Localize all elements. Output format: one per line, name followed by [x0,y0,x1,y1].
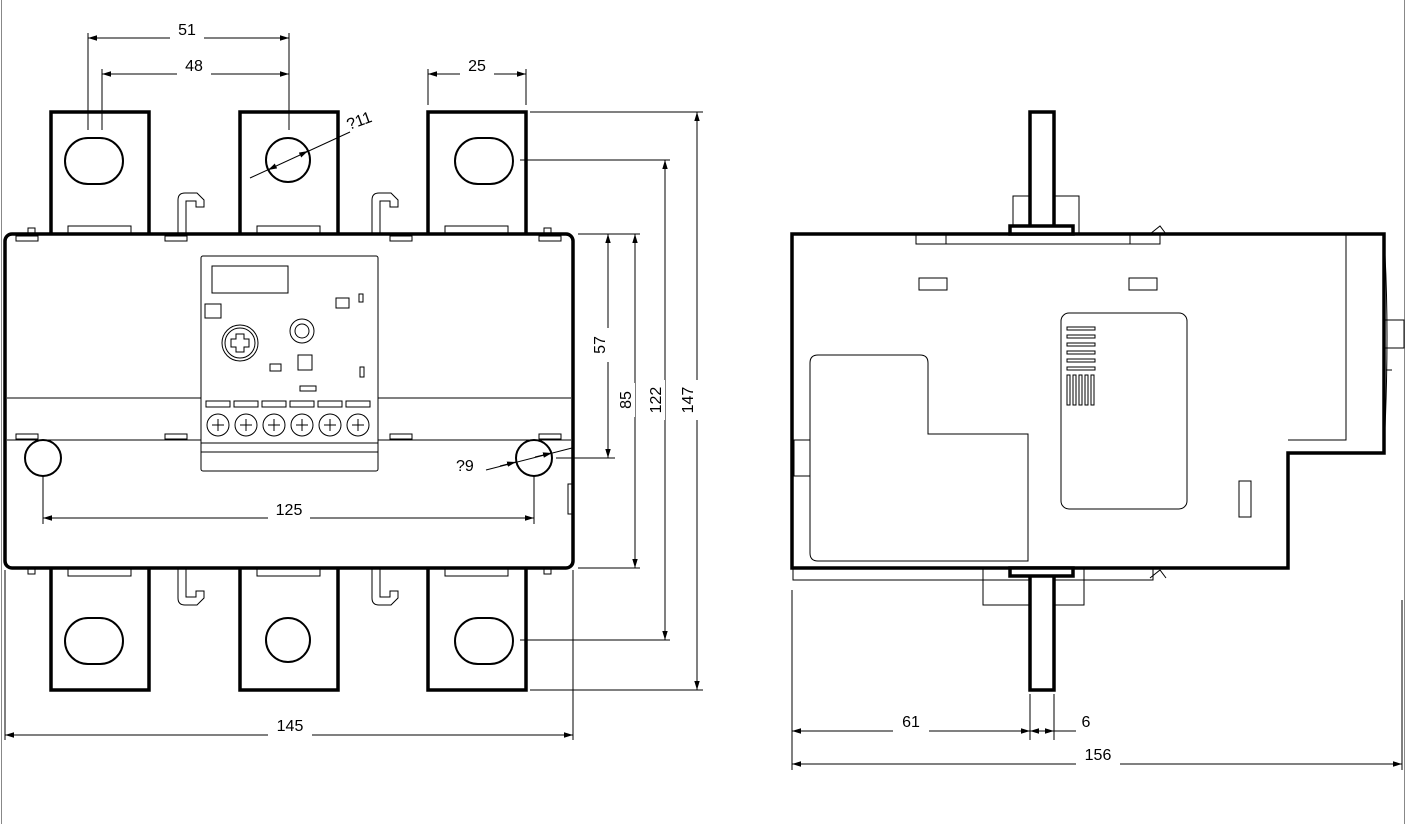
screw-terminal [234,413,258,437]
terminal-hole [265,617,311,663]
screw-terminal [262,413,286,437]
dimension-61: 61 [791,590,1031,770]
dimension-label: 125 [276,502,303,519]
terminal-lug [238,110,340,244]
terminal-lug [49,110,151,244]
reset-button [289,318,315,344]
screw-terminal [318,413,342,437]
dimension-hole-9: ?9 [456,447,573,475]
mounting-hole [24,439,62,477]
label-panel [1060,312,1188,510]
dimension-145: 145 [4,570,574,740]
dimension-156: 156 [792,600,1403,770]
dimension-label: 6 [1082,714,1091,731]
terminal-slot [454,137,514,185]
dimension-122: 122 [520,159,670,641]
terminal-lug [238,558,340,692]
dimension-label: 122 [648,387,665,414]
dimension-label: 156 [1085,747,1112,764]
dimension-label: ?11 [345,109,375,134]
dimension-51: 51 [87,22,290,130]
terminal-lug [49,558,151,692]
bottom-terminals [27,558,552,692]
screw-terminal [290,413,314,437]
dimension-57: 57 [556,233,615,459]
terminal-lug [426,110,528,244]
dimension-label: ?9 [456,458,474,475]
dimension-125: 125 [42,476,535,524]
adjustment-dial [221,324,259,362]
top-terminals [27,110,552,244]
dimension-label: 51 [178,22,196,39]
dimension-label: 57 [592,336,609,354]
dimension-147: 147 [530,111,703,691]
dimension-label: 85 [618,391,635,409]
front-view: 51 48 25 ?11 57 [3,22,703,740]
dimension-label: 147 [680,387,697,414]
dimension-label: 61 [902,714,920,731]
screw-terminal [206,413,230,437]
dimension-label: 25 [468,58,486,75]
terminal-slot [454,617,514,665]
dimension-6: 6 [1030,694,1091,740]
side-view: 61 6 156 [790,110,1405,770]
terminal-lug [426,558,528,692]
terminal-hole [265,137,311,183]
side-cover-panel [809,354,1029,562]
dimension-25: 25 [427,58,527,105]
terminal-slot [64,137,124,185]
dimension-label: 145 [277,718,304,735]
control-panel [200,255,379,472]
terminal-slot [64,617,124,665]
screw-terminal [346,413,370,437]
dimension-label: 48 [185,58,203,75]
control-terminal-block [205,400,371,437]
dimension-48: 48 [101,58,289,130]
barcode-marks [1066,326,1096,406]
dimension-85: 85 [578,233,640,569]
